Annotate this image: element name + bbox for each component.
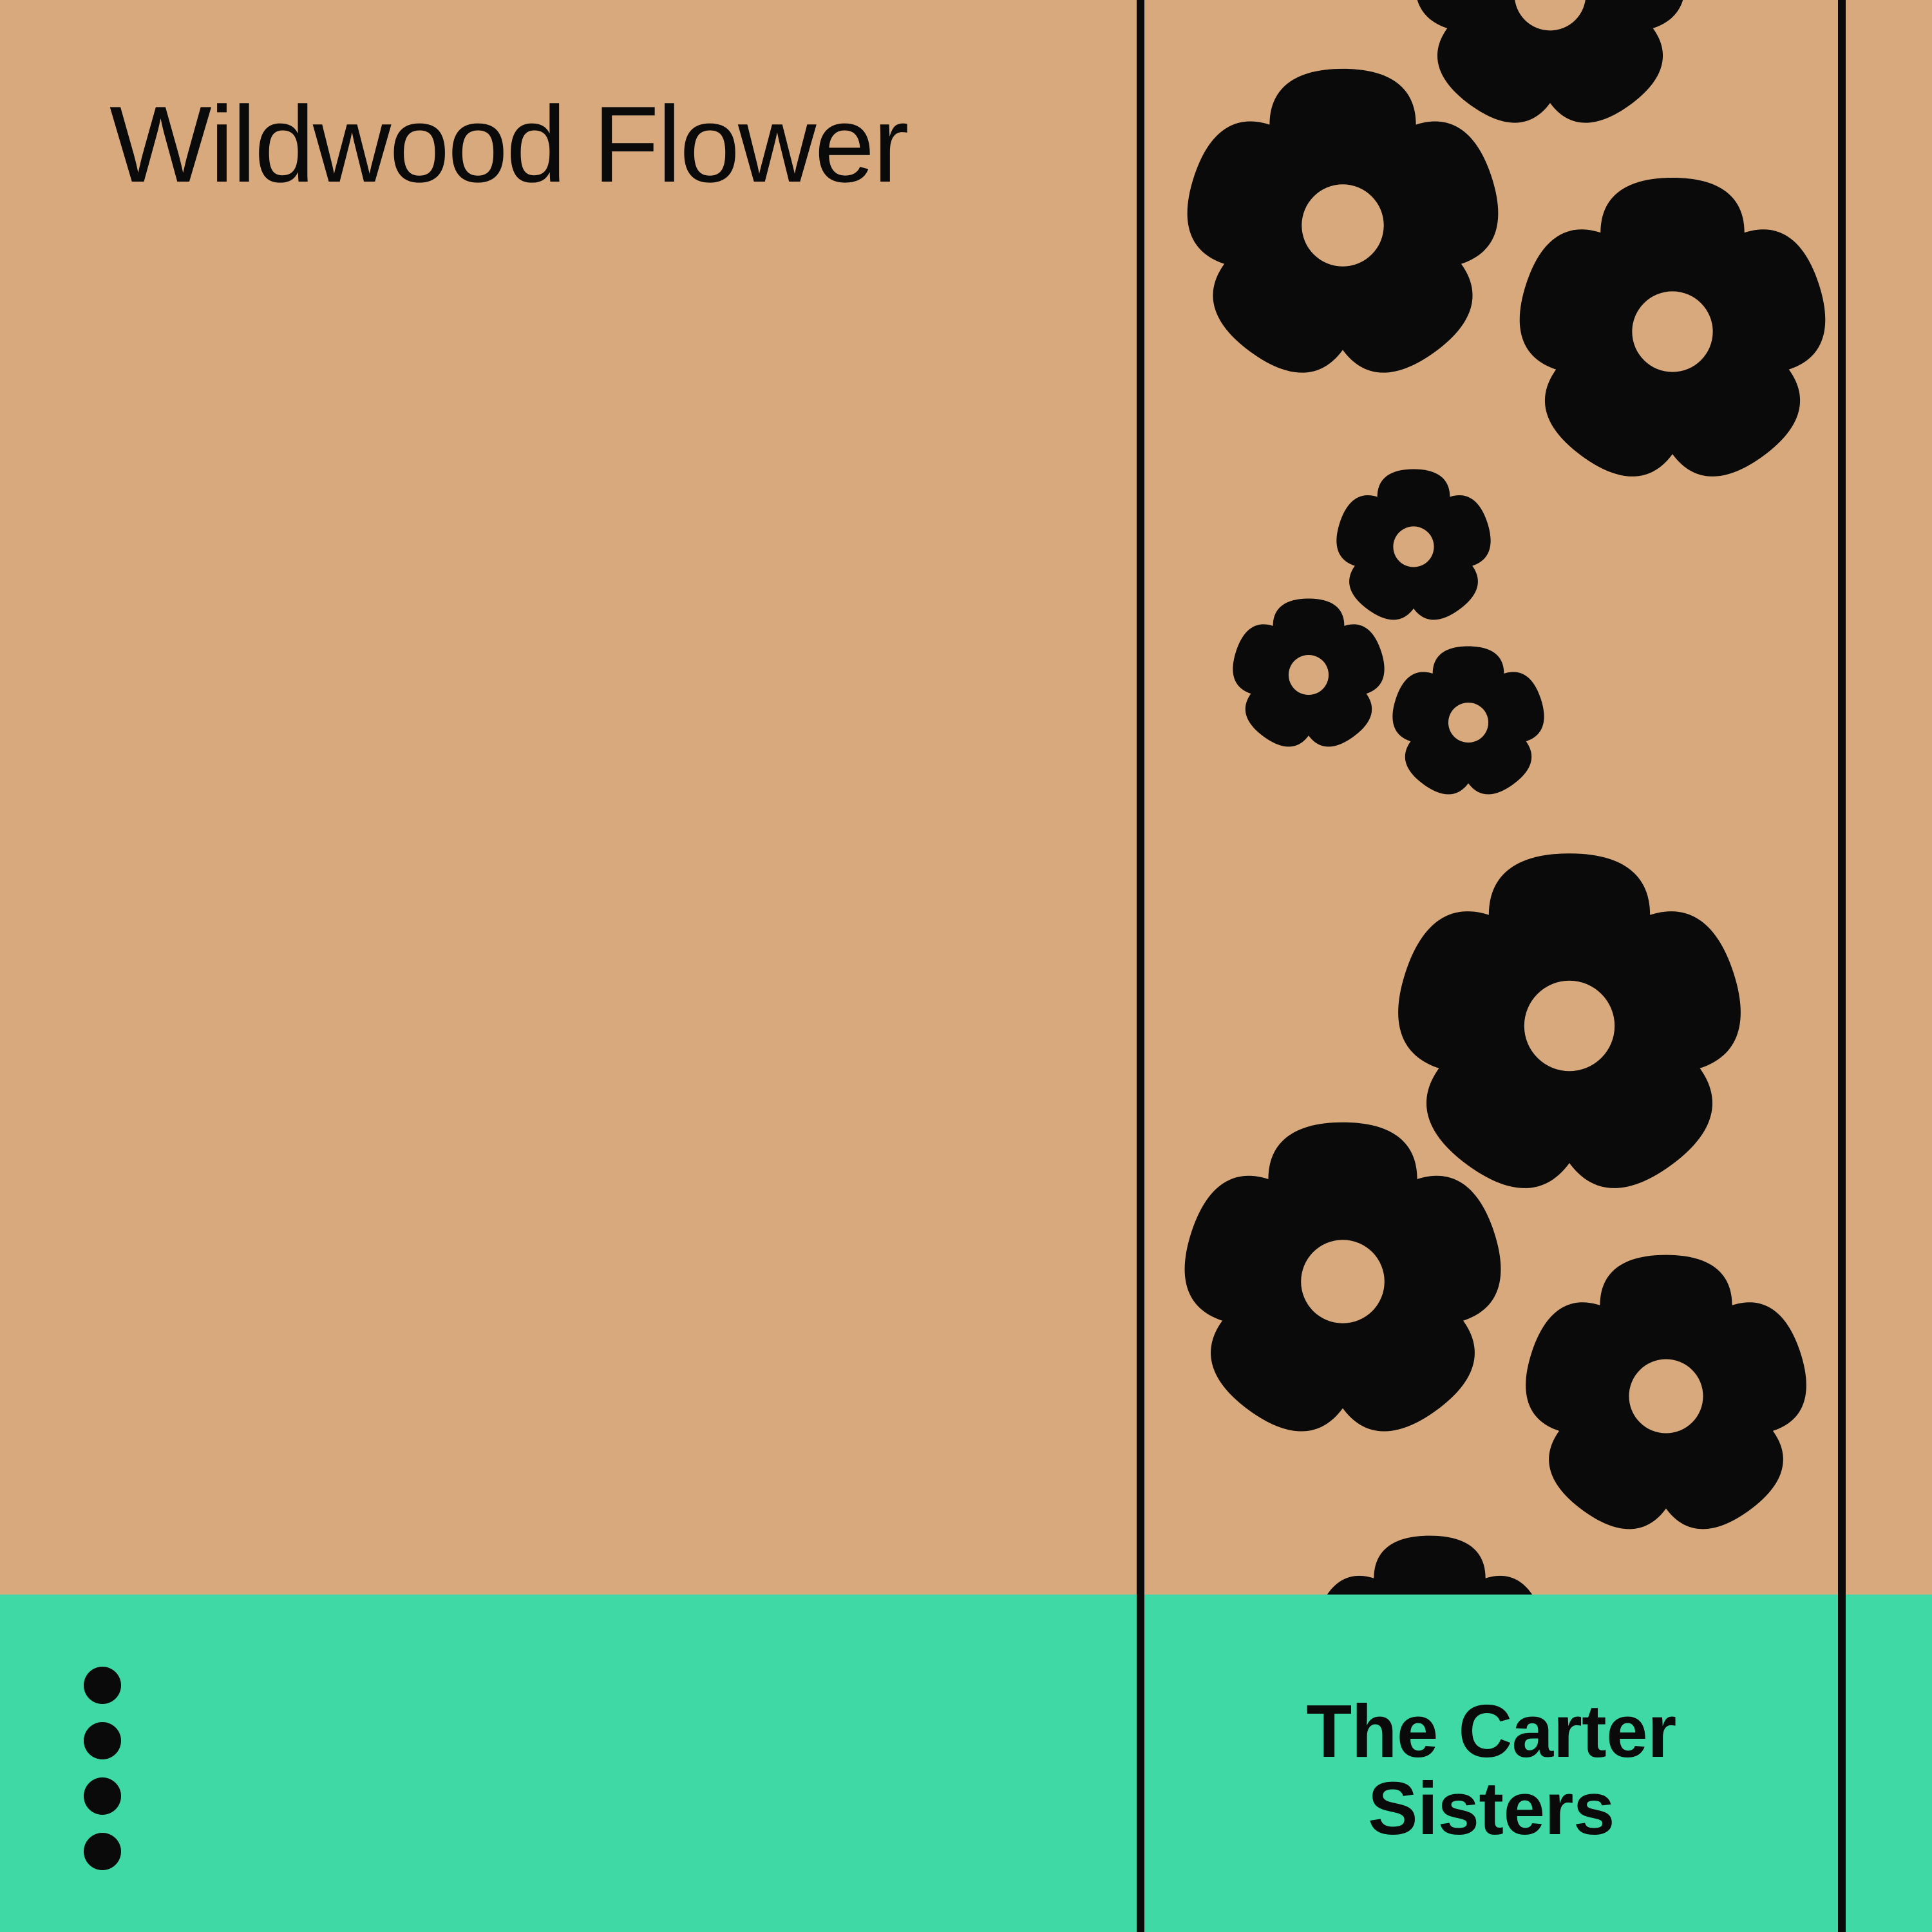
flower-icon [1328,469,1499,631]
flower-icon [1380,853,1759,1213]
flower-icon [1225,598,1392,758]
artist-name: The Carter Sisters [1144,1692,1838,1847]
vertical-rule-right [1838,0,1846,1932]
flower-icon [1401,0,1700,142]
dot-icon [84,1833,121,1870]
flower-icon [1171,68,1515,395]
artist-line-2: Sisters [1368,1766,1615,1850]
artist-line-1: The Carter [1306,1689,1676,1773]
vertical-rule-left [1137,0,1144,1932]
flower-icon [1168,1122,1517,1454]
bottom-band [0,1595,1932,1932]
flower-icon [1511,1255,1821,1549]
dot-icon [84,1667,121,1704]
dot-column [84,1667,121,1870]
dot-icon [84,1722,121,1759]
dot-icon [84,1777,121,1815]
flower-icon [1504,178,1841,498]
album-title: Wildwood Flower [109,84,909,205]
flower-icon [1385,646,1552,806]
